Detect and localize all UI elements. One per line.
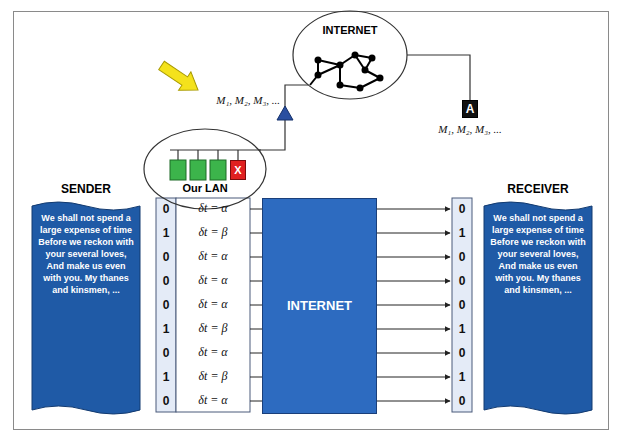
sender-scroll: SENDERWe shall not spend a large expense…	[30, 182, 142, 418]
received-bit: 1	[452, 226, 472, 240]
scroll-heading: SENDER	[30, 182, 142, 198]
sent-bit: 0	[156, 394, 176, 408]
compromised-computer: X	[230, 160, 246, 180]
sent-bit-column	[156, 198, 176, 412]
router-symbol	[277, 106, 293, 120]
frame	[14, 12, 609, 430]
sent-bit: 0	[156, 346, 176, 360]
lan-computers	[170, 160, 226, 180]
delay-value: δt = α	[178, 249, 248, 263]
scroll-body: We shall not spend a large expense of ti…	[482, 198, 594, 418]
sent-bit: 1	[156, 226, 176, 240]
receiver-scroll: RECEIVERWe shall not spend a large expen…	[482, 182, 594, 418]
sent-bit: 0	[156, 298, 176, 312]
delay-value: δt = α	[178, 393, 248, 407]
scroll-body: We shall not spend a large expense of ti…	[30, 198, 142, 418]
pointer-arrow	[155, 56, 204, 99]
network-graph	[310, 55, 380, 88]
delay-value: δt = α	[178, 201, 248, 215]
ellipse-outline	[143, 128, 267, 210]
poem-text: We shall not spend a large expense of ti…	[482, 198, 594, 306]
received-bit: 0	[452, 250, 472, 264]
sent-bit: 0	[156, 250, 176, 264]
sent-bit: 0	[156, 202, 176, 216]
internet-box: INTERNET	[262, 198, 377, 414]
box-label: X	[234, 164, 241, 177]
delay-value: δt = α	[178, 273, 248, 287]
poem-text: We shall not spend a large expense of ti…	[30, 198, 142, 306]
region-label: Our LAN	[143, 182, 267, 195]
received-bit: 0	[452, 202, 472, 216]
delay-column	[176, 198, 250, 412]
received-bit-column	[452, 198, 472, 412]
region-label: INTERNET	[292, 24, 408, 37]
lan-bus	[170, 150, 261, 160]
scroll-heading: RECEIVER	[482, 182, 594, 198]
network-link	[407, 55, 470, 100]
received-bit: 1	[452, 322, 472, 336]
box-label: INTERNET	[287, 298, 352, 314]
received-bit: 0	[452, 394, 472, 408]
delay-value: δt = β	[178, 225, 248, 239]
sent-bit: 0	[156, 274, 176, 288]
received-bit: 0	[452, 274, 472, 288]
received-bit: 1	[452, 370, 472, 384]
internet-cloud: INTERNET	[292, 10, 408, 100]
sent-bit: 1	[156, 370, 176, 384]
message-sequence: M₁, M₂, M₃, ...	[428, 122, 512, 136]
network-node-dots	[315, 52, 384, 92]
received-bit: 0	[452, 298, 472, 312]
box-label: A	[466, 102, 475, 116]
delay-value: δt = α	[178, 297, 248, 311]
ellipse-outline	[292, 10, 408, 100]
message-sequence: M₁, M₂, M₃, ...	[198, 93, 280, 107]
received-bit: 0	[452, 346, 472, 360]
delay-value: δt = β	[178, 369, 248, 383]
sent-bit: 1	[156, 322, 176, 336]
delay-value: δt = α	[178, 345, 248, 359]
lan-region: Our LAN X	[143, 128, 267, 210]
destination-host: A	[462, 100, 478, 118]
delay-value: δt = β	[178, 321, 248, 335]
